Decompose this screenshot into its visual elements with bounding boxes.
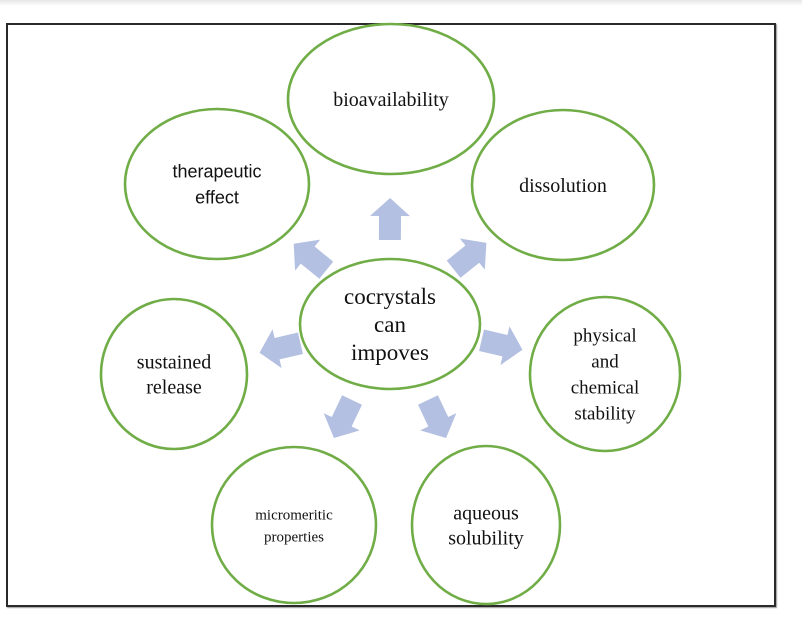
arrow-to-sustained-release [259, 329, 303, 369]
node-dissolution: dissolution [470, 108, 656, 262]
arrow-to-micromeritic-properties [323, 395, 362, 438]
aqueous-solubility-label-line: aqueous [453, 503, 519, 525]
node-aqueous-solubility: aqueous solubility [410, 444, 562, 606]
arrow-to-therapeutic-effect [293, 239, 334, 279]
therapeutic-effect-ellipse [123, 107, 311, 261]
micromeritic-properties-label-line: micromeritic [255, 507, 333, 523]
center-label-line: impoves [351, 340, 429, 365]
dissolution-label-line: dissolution [519, 175, 607, 197]
node-sustained-release: sustained release [99, 297, 249, 451]
center-node: cocrystals can impoves [298, 257, 482, 391]
window-top-edge [0, 0, 802, 6]
arrow-to-dissolution [446, 238, 487, 278]
physical-chemical-stability-label-line: stability [574, 404, 636, 425]
therapeutic-effect-label-line: therapeutic [172, 161, 261, 181]
center-label-line: can [374, 312, 406, 337]
node-physical-chemical-stability: physical and chemical stability [528, 295, 682, 453]
center-ellipse [298, 257, 482, 391]
arrows-layer [259, 198, 523, 438]
physical-chemical-stability-label-line: chemical [571, 378, 640, 399]
arrow-to-physical-chemical-stability [479, 326, 523, 366]
nodes-layer: cocrystals can impoves bioavailability disso… [99, 22, 682, 606]
node-therapeutic-effect: therapeutic effect [123, 107, 311, 261]
physical-chemical-stability-ellipse [528, 295, 682, 453]
bioavailability-label-line: bioavailability [333, 89, 449, 111]
center-label-line: cocrystals [344, 284, 436, 309]
micromeritic-properties-label-line: properties [264, 529, 324, 545]
aqueous-solubility-ellipse [410, 444, 562, 606]
node-micromeritic-properties: micromeritic properties [210, 445, 378, 605]
physical-chemical-stability-label-line: physical [573, 326, 636, 347]
arrow-to-bioavailability [370, 198, 411, 241]
node-bioavailability: bioavailability [286, 22, 496, 176]
bioavailability-ellipse [286, 22, 496, 176]
arrow-to-aqueous-solubility [418, 395, 457, 438]
sustained-release-label-line: release [146, 377, 202, 399]
physical-chemical-stability-label-line: and [591, 352, 619, 373]
sustained-release-label-line: sustained [137, 352, 211, 374]
therapeutic-effect-label-line: effect [195, 187, 239, 207]
sustained-release-ellipse [99, 297, 249, 451]
aqueous-solubility-label-line: solubility [448, 528, 524, 550]
micromeritic-properties-ellipse [210, 445, 378, 605]
dissolution-ellipse [470, 108, 656, 262]
